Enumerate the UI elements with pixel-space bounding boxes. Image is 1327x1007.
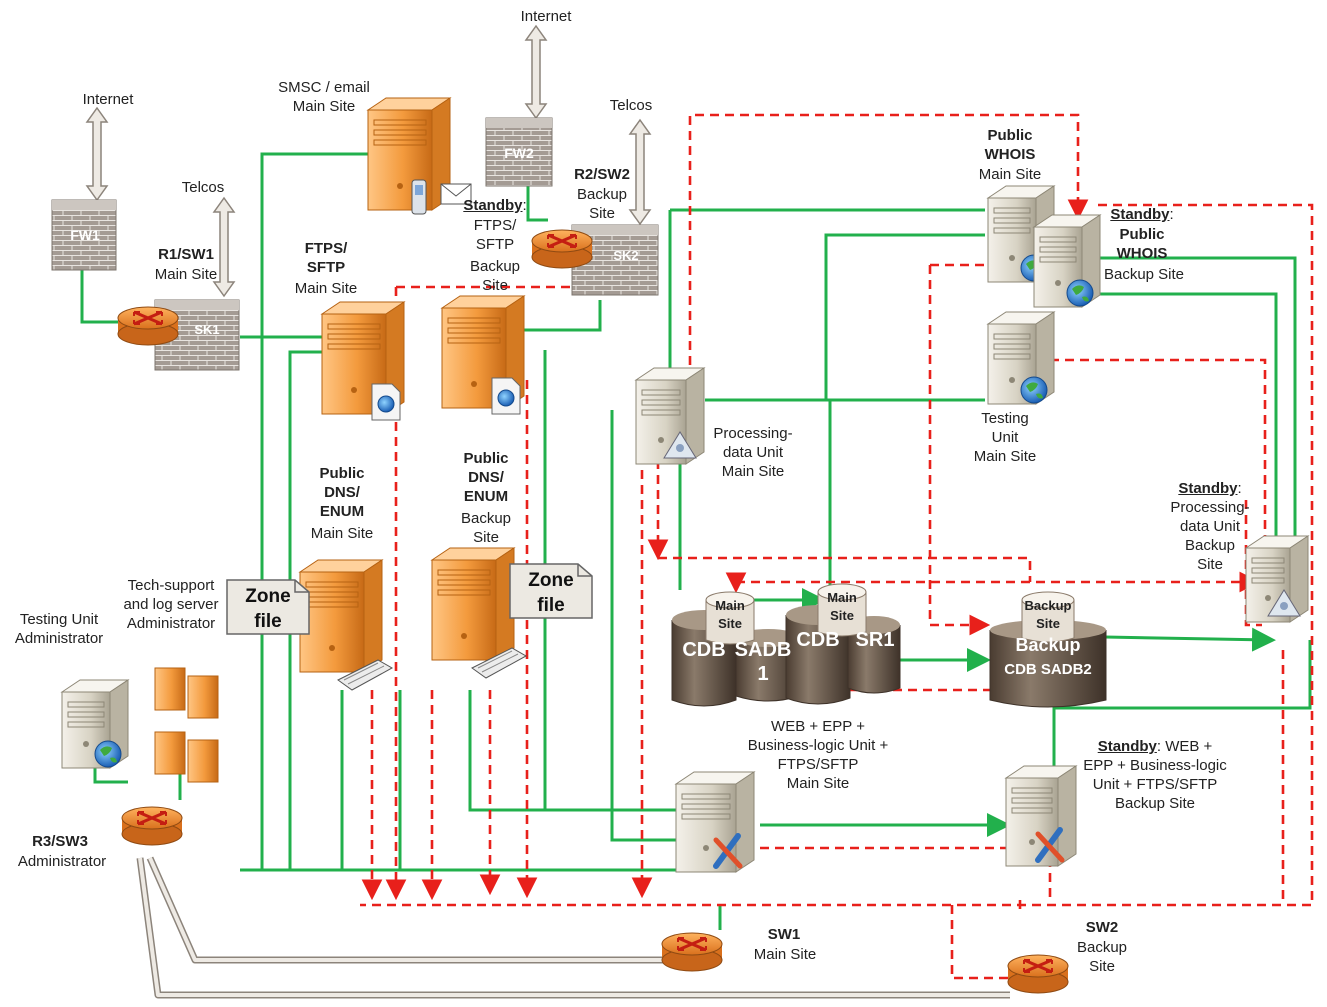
standby-word: Standby [1110, 206, 1169, 223]
ftps-main-title: FTPS/ SFTP [288, 239, 364, 277]
router-sw2-icon [1008, 955, 1068, 993]
testing-unit-label: Testing Unit Main Site [962, 409, 1048, 466]
internet-label-left: Internet [70, 90, 146, 109]
web-main-label: WEB + EPP + Business-logic Unit + FTPS/S… [730, 717, 906, 793]
smsc-label: SMSC / email Main Site [266, 78, 382, 116]
whois-standby-label: Standby: [1100, 205, 1184, 224]
router-sw1-icon [662, 933, 722, 971]
whois-backup-subtitle: Backup Site [1096, 265, 1192, 284]
telcos-label-right: Telcos [598, 96, 664, 115]
dns-main-subtitle: Main Site [296, 524, 388, 543]
phone-icon [412, 180, 426, 214]
whois-backup-title: Public WHOIS [1100, 225, 1184, 263]
dns-backup-subtitle: Backup Site [444, 509, 528, 547]
ftps-standby-subtitle: Backup Site [452, 257, 538, 295]
router-r1sw1-icon [118, 307, 178, 345]
zone-file-label: Zone file [225, 584, 311, 634]
sw2-title: SW2 [1070, 918, 1134, 937]
admin-return-lines [140, 858, 1010, 995]
ftps-standby-label: Standby: [452, 196, 538, 215]
zone-file-document-icon: Zone file [225, 578, 311, 636]
dns-backup-title: Public DNS/ ENUM [444, 449, 528, 506]
db-sr1-label: SR1 [852, 628, 898, 652]
sk2-label: SK2 [604, 246, 648, 265]
fw2-label: FW2 [494, 144, 544, 163]
globe-icon [95, 741, 121, 767]
fw1-label: FW1 [60, 226, 110, 245]
whois-main-subtitle: Main Site [962, 165, 1058, 184]
zone-file-document-icon: Zone file [508, 562, 594, 620]
db-main-site-label: Main Site [708, 597, 752, 633]
r3sw3-subtitle: Administrator [6, 852, 118, 871]
router-r3sw3-icon [122, 807, 182, 845]
zone-file-label: Zone file [508, 568, 594, 618]
testing-admin-label: Testing Unit Administrator [2, 610, 116, 648]
sk1-label: SK1 [185, 320, 229, 339]
internet-arrow-left [87, 108, 107, 200]
db-cdb-sadb2-label: CDB SADB2 [992, 660, 1104, 680]
globe-icon [1021, 377, 1047, 403]
r1sw1-subtitle: Main Site [146, 265, 226, 284]
tech-support-label: Tech-support and log server Administrato… [112, 576, 230, 633]
db-cdb-label: CDB [790, 628, 846, 652]
internet-arrow-top [526, 26, 546, 118]
whois-main-title: Public WHOIS [962, 126, 1058, 164]
standby-word: Standby [1098, 738, 1157, 755]
db-backup-site-label: Backup Site [1020, 597, 1076, 633]
telcos-label-left: Telcos [170, 178, 236, 197]
db-main-site-label: Main Site [820, 589, 864, 625]
db-sadb1-label: SADB 1 [730, 638, 796, 686]
processing-main-label: Processing- data Unit Main Site [702, 424, 804, 481]
globe-icon [1067, 280, 1093, 306]
internet-label-top: Internet [508, 7, 584, 26]
r1sw1-title: R1/SW1 [146, 245, 226, 264]
standby-word: Standby [463, 197, 522, 214]
web-standby-label: Standby: WEB + EPP + Business-logic Unit… [1064, 737, 1246, 813]
db-cdb-label: CDB [676, 638, 732, 662]
ftps-standby-title: FTPS/ SFTP [452, 216, 538, 254]
db-backup-label: Backup [998, 634, 1098, 656]
standby-word: Standby [1178, 480, 1237, 497]
r2sw2-subtitle: Backup Site [564, 185, 640, 223]
sw1-title: SW1 [750, 925, 818, 944]
r3sw3-title: R3/SW3 [22, 832, 98, 851]
dns-main-title: Public DNS/ ENUM [300, 464, 384, 521]
ftps-main-subtitle: Main Site [278, 279, 374, 298]
r2sw2-title: R2/SW2 [564, 165, 640, 184]
document-globe-icon [492, 378, 520, 414]
dns-main-server-icon [300, 560, 382, 672]
processing-standby-label: Standby: [1160, 479, 1260, 498]
sw1-subtitle: Main Site [740, 945, 830, 964]
tech-support-server-rack-icon [155, 668, 218, 782]
router-r2sw2-icon [532, 230, 592, 268]
processing-standby-title: Processing- data Unit Backup Site [1160, 498, 1260, 574]
sw2-subtitle: Backup Site [1066, 938, 1138, 976]
dns-backup-server-icon [432, 548, 514, 660]
document-globe-icon [372, 384, 400, 420]
